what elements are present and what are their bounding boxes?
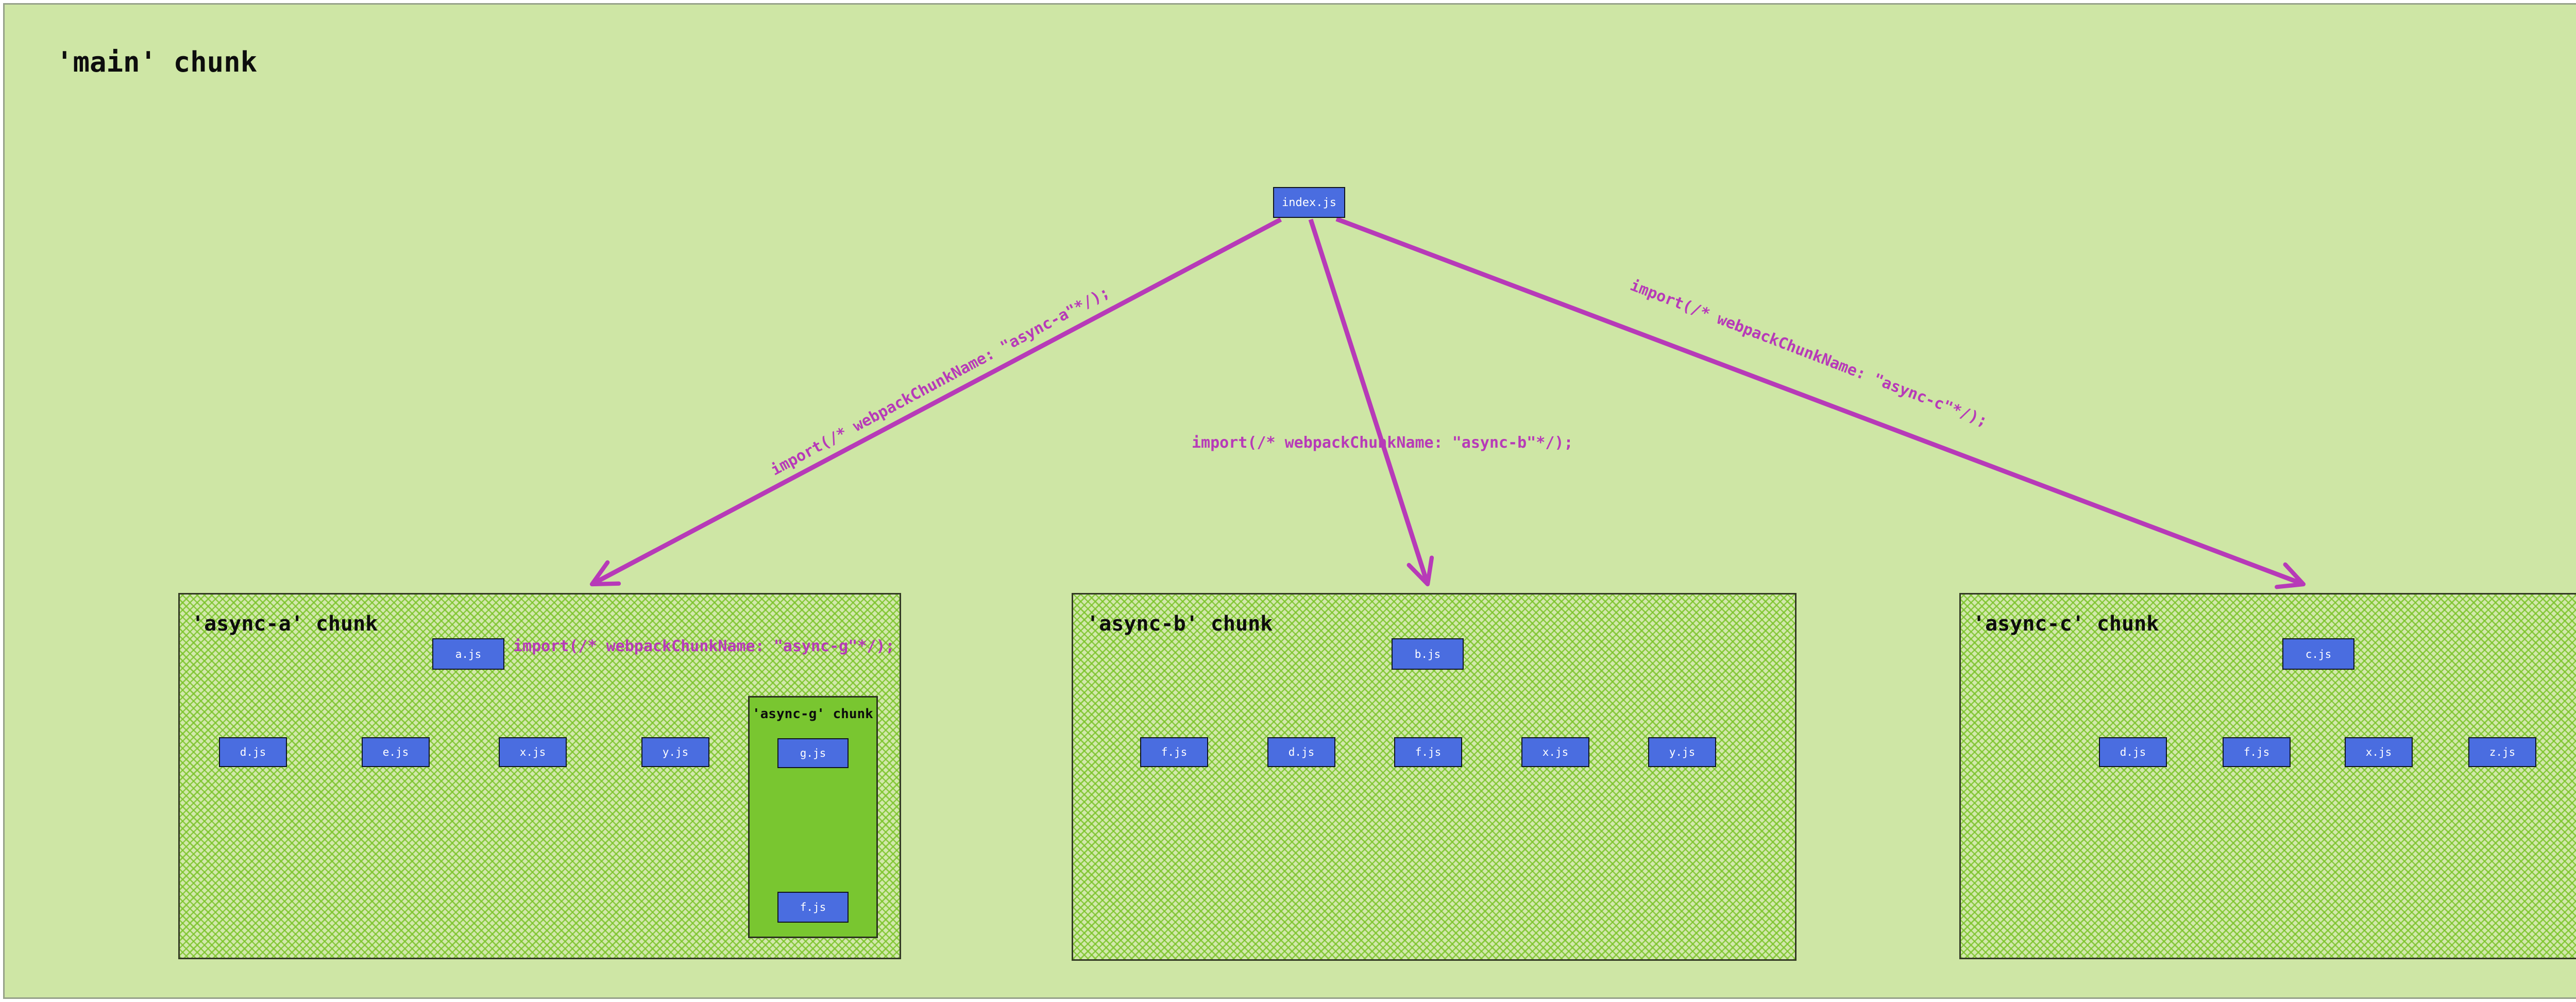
node-c-f-js: f.js — [2223, 737, 2291, 767]
node-a-js: a.js — [432, 638, 504, 670]
node-c-js: c.js — [2282, 638, 2354, 670]
node-b-f2-js: f.js — [1394, 737, 1462, 767]
node-index-js: index.js — [1273, 187, 1345, 218]
node-b-x-js: x.js — [1521, 737, 1589, 767]
import-label-async-a: import(/* webpackChunkName: "async-a"*/)… — [768, 283, 1113, 480]
import-label-async-g: import(/* webpackChunkName: "async-g"*/)… — [513, 637, 895, 655]
edge-index-to-async-c — [1335, 216, 2306, 589]
node-b-y-js: y.js — [1648, 737, 1716, 767]
import-label-async-b: import(/* webpackChunkName: "async-b"*/)… — [1192, 434, 1573, 452]
main-chunk-title: 'main' chunk — [56, 46, 258, 78]
node-b-js: b.js — [1392, 638, 1464, 670]
node-c-x-js: x.js — [2345, 737, 2413, 767]
node-b-f1-js: f.js — [1140, 737, 1208, 767]
chunk-async-c — [1959, 593, 2576, 959]
import-label-async-c: import(/* webpackChunkName: "async-c"*/)… — [1628, 276, 1990, 431]
node-g-f-js: f.js — [777, 892, 849, 923]
edge-index-to-async-a — [589, 217, 1282, 587]
node-c-d-js: d.js — [2099, 737, 2167, 767]
webpack-chunk-diagram: 'main' chunk index.js import(/* webpackC… — [3, 3, 2576, 999]
node-g-js: g.js — [777, 738, 849, 768]
node-a-y-js: y.js — [641, 737, 709, 767]
node-a-e-js: e.js — [362, 737, 430, 767]
chunk-title-async-c: 'async-c' chunk — [1973, 612, 2159, 636]
edge-index-to-async-b — [1308, 218, 1434, 587]
node-a-d-js: d.js — [219, 737, 287, 767]
node-a-x-js: x.js — [499, 737, 567, 767]
node-b-d-js: d.js — [1267, 737, 1335, 767]
chunk-title-async-b: 'async-b' chunk — [1087, 612, 1273, 636]
chunk-title-async-g: 'async-g' chunk — [752, 706, 873, 722]
chunk-title-async-a: 'async-a' chunk — [192, 612, 378, 636]
node-c-z-js: z.js — [2468, 737, 2536, 767]
